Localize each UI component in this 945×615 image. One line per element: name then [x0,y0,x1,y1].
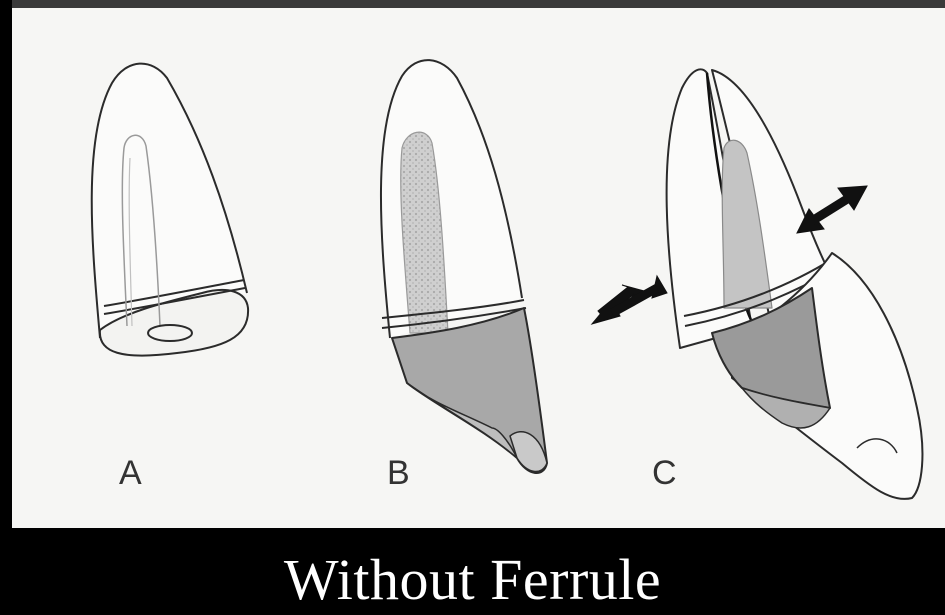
left-border [0,0,12,615]
ferrule-diagram [12,8,945,528]
tooth-c-illustration [667,69,923,499]
caption-text: Without Ferrule [0,548,945,612]
label-a: A [119,456,142,490]
tooth-b-illustration [381,60,547,473]
tooth-a-illustration [92,64,248,356]
label-b: B [387,456,410,490]
label-c: C [652,456,677,490]
right-arrow-shaft [812,196,852,221]
illustration-panel: A B C [12,8,945,528]
